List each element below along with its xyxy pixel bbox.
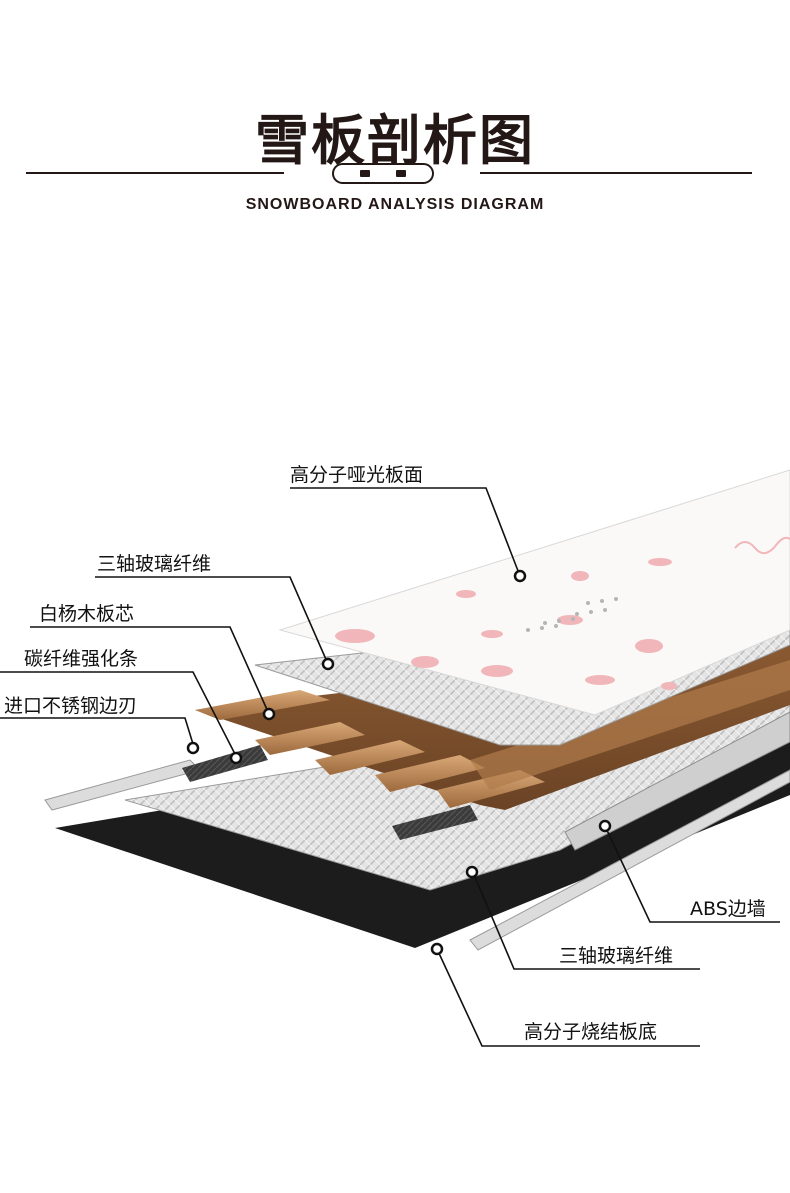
label-steel-edge: 进口不锈钢边刃 [4,691,137,718]
label-base: 高分子烧结板底 [524,1017,657,1044]
label-triax-bottom: 三轴玻璃纤维 [559,941,673,968]
label-triax-top: 三轴玻璃纤维 [97,549,211,576]
label-top-sheet: 高分子哑光板面 [290,460,423,487]
label-abs-sidewall: ABS边墙 [690,894,766,921]
snowboard-icon [333,164,433,183]
label-carbon-strip: 碳纤维强化条 [24,644,138,671]
label-wood-core: 白杨木板芯 [39,599,134,626]
